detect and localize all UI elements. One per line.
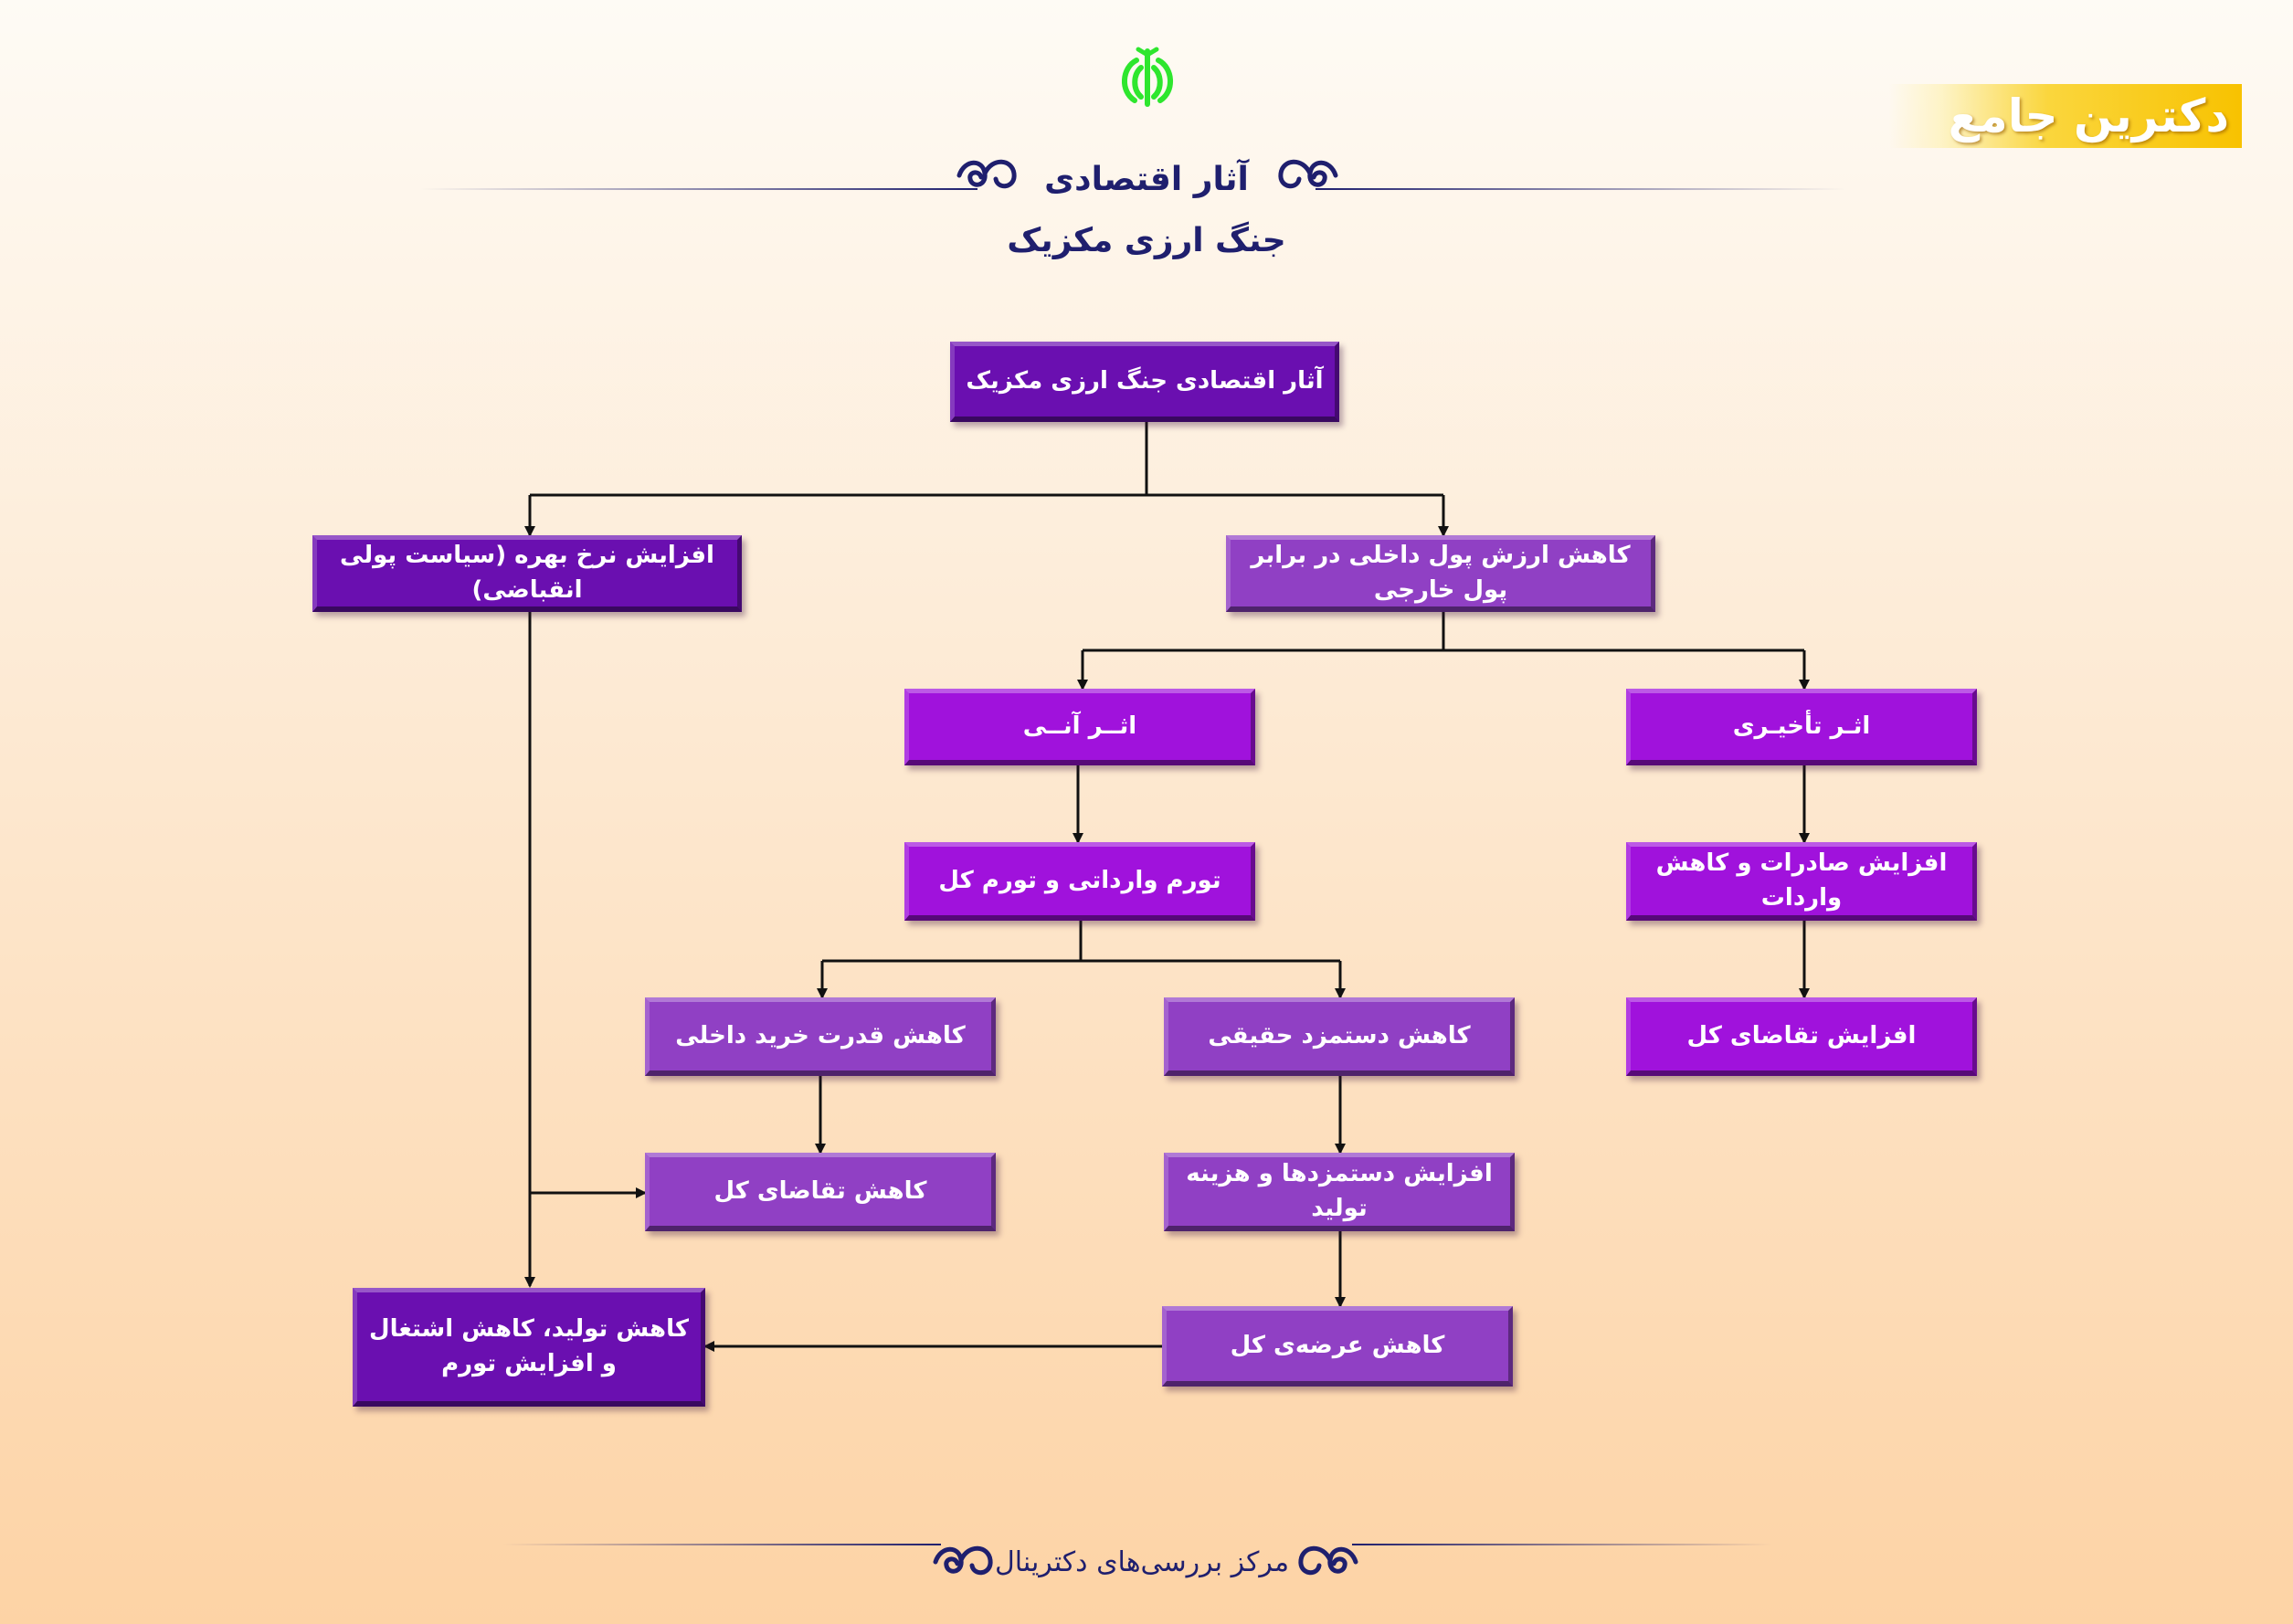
- node-import-inflation: تورم وارداتی و تورم کل: [904, 842, 1255, 921]
- brand-title: دکترین جامع: [1948, 90, 2229, 142]
- curl-ornament-icon: [1295, 1540, 1359, 1584]
- node-immediate-effect: اثــر آنــی: [904, 689, 1255, 765]
- footer-line-right: [1352, 1544, 1772, 1545]
- node-final-outcome: کاهش تولید، کاهش اشتغال و افزایش تورم: [353, 1288, 705, 1407]
- node-root: آثار اقتصادی جنگ ارزی مکزیک: [950, 342, 1339, 422]
- page-subtitle: جنگ ارزی مکزیک: [1007, 222, 1286, 259]
- node-devaluation: کاهش ارزش پول داخلی در برابر پول خارجی: [1226, 535, 1655, 612]
- curl-ornament-icon: [1275, 153, 1339, 197]
- node-aggregate-demand-increase: افزایش تقاضای کل: [1626, 997, 1977, 1076]
- node-aggregate-demand-decrease: کاهش تقاضای کل: [645, 1153, 996, 1231]
- brand-banner: [1889, 84, 2242, 148]
- node-delayed-effect: اثـر تأخیـری: [1626, 689, 1977, 765]
- iran-emblem-icon: [1111, 40, 1184, 113]
- footer-line-left: [502, 1544, 941, 1545]
- node-exports-increase: افزایش صادرات و کاهش واردات: [1626, 842, 1977, 921]
- curl-ornament-icon: [956, 153, 1020, 197]
- node-real-wage-decrease: کاهش دستمزد حقیقی: [1164, 997, 1515, 1076]
- footer-text: مرکز بررسی‌های دکترینال: [994, 1546, 1290, 1578]
- node-purchasing-power-decrease: کاهش قدرت خرید داخلی: [645, 997, 996, 1076]
- node-interest-rate: افزایش نرخ بهره (سیاست پولی انقباضی): [312, 535, 742, 612]
- curl-ornament-icon: [932, 1540, 996, 1584]
- page-title: آثار اقتصادی: [1044, 161, 1249, 198]
- header-line-left: [420, 188, 977, 190]
- node-aggregate-supply-decrease: کاهش عرضه‌ی کل: [1162, 1306, 1513, 1387]
- node-wages-cost-increase: افزایش دستمزدها و هزینه تولید: [1164, 1153, 1515, 1231]
- header-line-right: [1316, 188, 1845, 190]
